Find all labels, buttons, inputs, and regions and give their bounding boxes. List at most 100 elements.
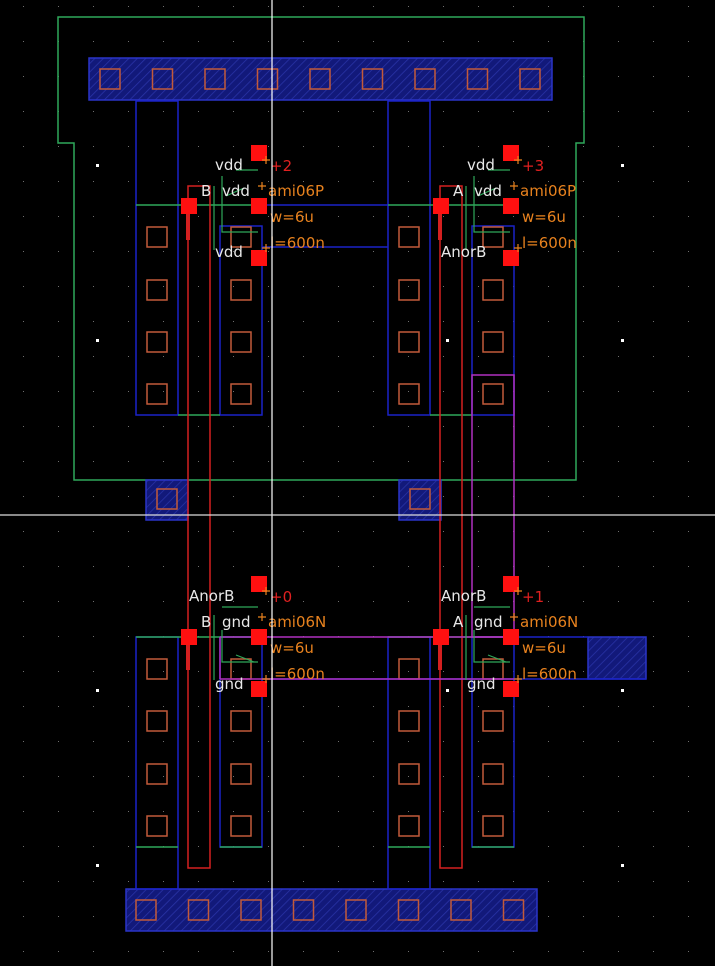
grid-dot xyxy=(268,671,269,672)
grid-major-dot xyxy=(621,689,624,692)
pin-marker[interactable] xyxy=(251,198,267,214)
transistor-model-label: ami06P xyxy=(268,182,324,200)
pin-marker[interactable] xyxy=(503,629,519,645)
pin-marker[interactable] xyxy=(503,250,519,266)
grid-dot xyxy=(618,181,619,182)
pin-marker[interactable] xyxy=(251,681,267,697)
grid-dot xyxy=(618,706,619,707)
grid-dot xyxy=(268,706,269,707)
grid-dot xyxy=(653,601,654,602)
grid-dot xyxy=(233,321,234,322)
source-label: gnd xyxy=(474,613,503,631)
grid-dot xyxy=(163,461,164,462)
pin-marker[interactable] xyxy=(503,198,519,214)
grid-dot xyxy=(688,146,689,147)
grid-dot xyxy=(58,286,59,287)
transistor-width-label: w=6u xyxy=(522,208,566,226)
grid-dot xyxy=(653,811,654,812)
pin-marker[interactable] xyxy=(503,576,519,592)
pin-marker[interactable] xyxy=(181,629,197,645)
contact-square xyxy=(230,383,252,405)
grid-major-dot xyxy=(446,689,449,692)
poly-gate-a[interactable] xyxy=(439,185,463,869)
grid-dot xyxy=(688,6,689,7)
nwell-outline xyxy=(57,16,585,481)
grid-dot xyxy=(443,286,444,287)
pin-marker[interactable] xyxy=(181,198,197,214)
grid-dot xyxy=(548,426,549,427)
grid-dot xyxy=(93,741,94,742)
grid-dot xyxy=(653,111,654,112)
grid-dot xyxy=(478,321,479,322)
pin-markers[interactable] xyxy=(181,145,519,697)
poly-gate-b[interactable] xyxy=(187,185,211,869)
grid-dot xyxy=(303,706,304,707)
grid-dot xyxy=(443,6,444,7)
grid-dot xyxy=(303,846,304,847)
grid-dot xyxy=(618,146,619,147)
pin-marker[interactable] xyxy=(251,576,267,592)
grid-dot xyxy=(303,951,304,952)
contact-square xyxy=(398,279,420,301)
grid-dot xyxy=(443,706,444,707)
grid-dot xyxy=(338,671,339,672)
pin-marker[interactable] xyxy=(503,681,519,697)
grid-dot xyxy=(408,41,409,42)
grid-dot xyxy=(58,216,59,217)
grid-dot xyxy=(23,426,24,427)
grid-dot xyxy=(618,426,619,427)
pin-marker[interactable] xyxy=(503,145,519,161)
grid-dot xyxy=(233,881,234,882)
nmos-b-symbol xyxy=(213,606,258,680)
gate-label: A xyxy=(453,613,464,631)
grid-dot xyxy=(233,496,234,497)
grid-dot xyxy=(618,601,619,602)
pin-marker[interactable] xyxy=(251,629,267,645)
pin-marker[interactable] xyxy=(433,629,449,645)
grid-dot xyxy=(303,356,304,357)
grid-dot xyxy=(618,566,619,567)
grid-major-dot xyxy=(96,689,99,692)
contact-square xyxy=(398,331,420,353)
pin-marker[interactable] xyxy=(251,250,267,266)
pin-marker[interactable] xyxy=(433,198,449,214)
grid-dot xyxy=(268,41,269,42)
grid-dot xyxy=(408,951,409,952)
grid-dot xyxy=(513,6,514,7)
grid-dot xyxy=(128,391,129,392)
grid-dot xyxy=(163,426,164,427)
grid-dot xyxy=(443,181,444,182)
grid-dot xyxy=(583,251,584,252)
grid-dot xyxy=(23,496,24,497)
grid-dot xyxy=(268,776,269,777)
contact-square xyxy=(345,899,367,921)
grid-dot xyxy=(548,286,549,287)
grid-dot xyxy=(373,461,374,462)
gate-label: A xyxy=(453,182,464,200)
grid-dot xyxy=(618,41,619,42)
pin-marker[interactable] xyxy=(251,145,267,161)
grid-dot xyxy=(303,146,304,147)
grid-dot xyxy=(338,216,339,217)
grid-dots xyxy=(23,6,689,952)
grid-dot xyxy=(233,706,234,707)
grid-dot xyxy=(233,566,234,567)
transistor-model-label: ami06N xyxy=(268,613,326,631)
grid-dot xyxy=(128,846,129,847)
grid-dot xyxy=(58,951,59,952)
grid-dot xyxy=(688,951,689,952)
pmos-a-region[interactable] xyxy=(387,100,515,416)
grid-dot xyxy=(548,811,549,812)
grid-dot xyxy=(93,846,94,847)
grid-dot xyxy=(198,181,199,182)
grid-dot xyxy=(58,146,59,147)
origin-marker xyxy=(262,244,270,252)
transistor-model-label: ami06P xyxy=(520,182,576,200)
grid-dot xyxy=(303,426,304,427)
grid-dot xyxy=(163,286,164,287)
grid-dot xyxy=(688,76,689,77)
pmos-b-region[interactable] xyxy=(135,100,263,416)
grid-dot xyxy=(443,881,444,882)
grid-dot xyxy=(93,636,94,637)
